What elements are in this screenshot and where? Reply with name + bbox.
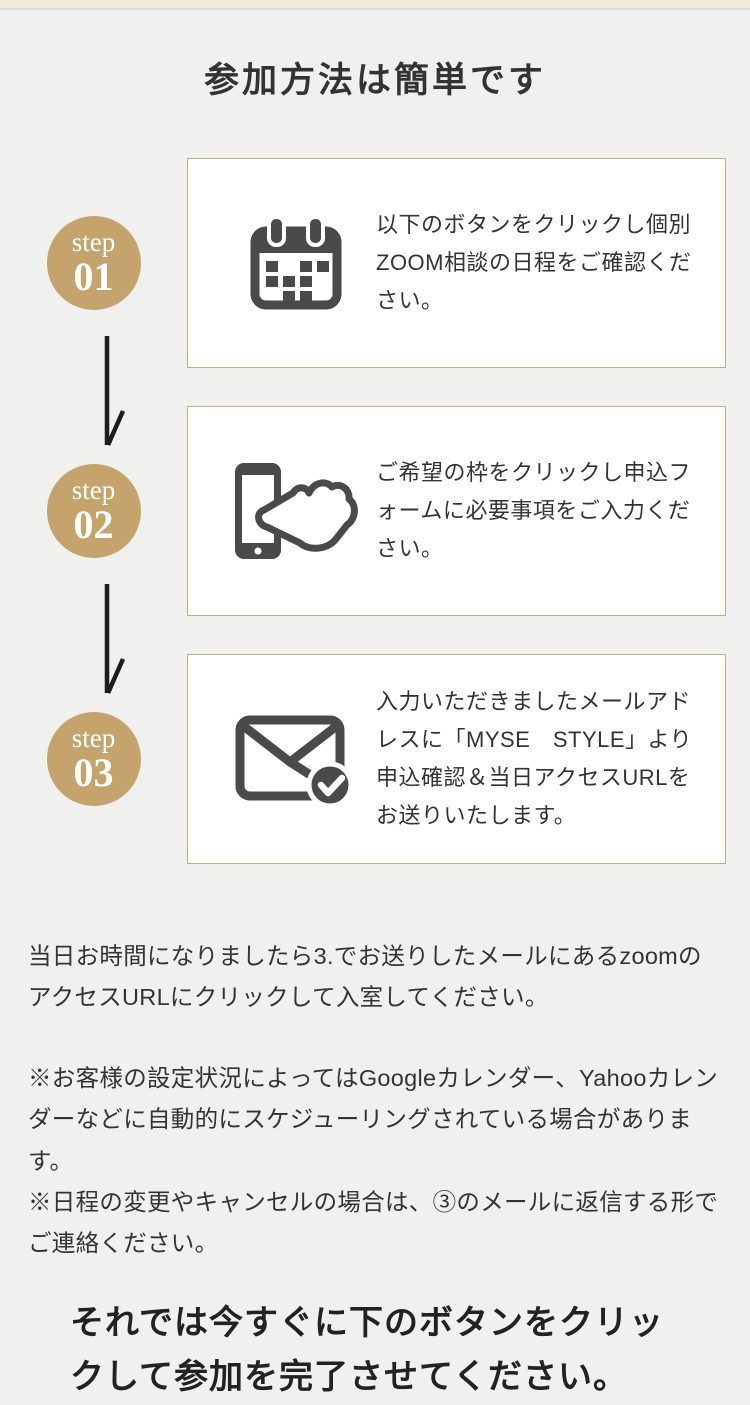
step-badge-03: step 03 bbox=[46, 712, 141, 806]
step-badge-01: step 01 bbox=[46, 216, 141, 310]
step-badge-number: 03 bbox=[73, 749, 114, 795]
step-badge-number: 01 bbox=[73, 253, 114, 299]
step-badge-column: step 02 bbox=[0, 464, 187, 558]
section-title: 参加方法は簡単です bbox=[203, 61, 546, 100]
step-card-3: 入力いただきましたメールアドレスに「MYSE STYLE」より申込確認＆当日アク… bbox=[187, 654, 726, 864]
step-description: ご希望の枠をクリックし申込フォームに必要事項をご入力ください。 bbox=[376, 459, 692, 562]
notes-paragraph: ※お客様の設定状況によってはGoogleカレンダー、Yahooカレンダーなどに自… bbox=[28, 1058, 722, 1264]
down-arrow-icon bbox=[104, 336, 126, 446]
down-arrow-icon bbox=[104, 584, 126, 694]
step-card-2: ご希望の枠をクリックし申込フォームに必要事項をご入力ください。 bbox=[187, 406, 726, 616]
step-row-2: step 02 ご希望の枠をクリックし申込フォームに必要事項をご入力ください。 bbox=[0, 406, 750, 616]
step-badge-column: step 01 bbox=[0, 216, 187, 310]
email-check-icon bbox=[230, 707, 362, 811]
note-2: ※日程の変更やキャンセルの場合は、③のメールに返信する形でご連絡ください。 bbox=[28, 1188, 719, 1256]
cta-text: それでは今すぐに下のボタンをクリックして参加を完了させてください。 bbox=[70, 1303, 664, 1397]
step-badge-02: step 02 bbox=[46, 464, 141, 558]
step-row-1: step 01 bbox=[0, 158, 750, 368]
steps-flow: step 01 bbox=[0, 158, 750, 864]
step-card-1: 以下のボタンをクリックし個別ZOOM相談の日程をご確認ください。 bbox=[187, 158, 726, 368]
step-badge-label: step bbox=[71, 474, 116, 505]
step-row-3: step 03 入力いただきましたメールアドレスに「MYSE STYLE」より申… bbox=[0, 654, 750, 864]
step-badge-number: 02 bbox=[73, 501, 114, 547]
step-badge-column: step 03 bbox=[0, 712, 187, 806]
section-divider bbox=[0, 0, 750, 10]
note-1: ※お客様の設定状況によってはGoogleカレンダー、Yahooカレンダーなどに自… bbox=[28, 1065, 719, 1174]
instruction-paragraph: 当日お時間になりましたら3.でお送りしたメールにあるzoomのアクセスURLにク… bbox=[28, 943, 702, 1011]
smartphone-tap-icon bbox=[230, 459, 362, 563]
step-description: 以下のボタンをクリックし個別ZOOM相談の日程をご確認ください。 bbox=[376, 211, 692, 314]
step-badge-label: step bbox=[71, 226, 116, 257]
step-badge-label: step bbox=[71, 722, 116, 753]
step-description: 入力いただきましたメールアドレスに「MYSE STYLE」より申込確認＆当日アク… bbox=[376, 688, 693, 829]
calendar-icon bbox=[230, 215, 362, 311]
